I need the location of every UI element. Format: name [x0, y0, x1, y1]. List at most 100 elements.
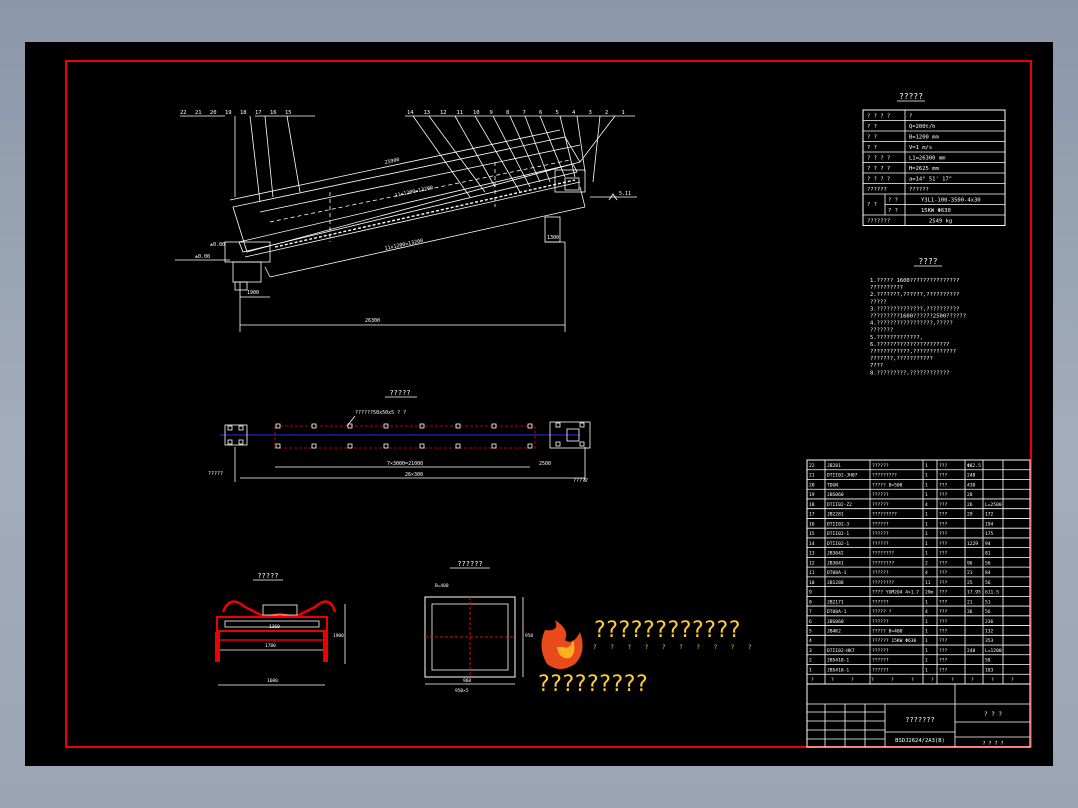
bom-cell: 11	[925, 580, 931, 586]
bom-cell: DT08A-1	[827, 570, 847, 576]
watermark-logo: ???????????? ? ? ? ? ? ? ? ? ? ? ???????…	[537, 618, 757, 697]
plan-post	[491, 423, 497, 429]
bom-cell: DTII02-1	[827, 541, 849, 547]
note-line: ???????	[870, 328, 893, 334]
plan-post	[455, 423, 461, 429]
bom-cell: ???	[939, 551, 948, 557]
svg-text:? ? ? ? ? ? ? ? ? ?: ? ? ? ? ? ? ? ? ? ?	[593, 644, 757, 651]
plan-view-title: ?????	[389, 389, 410, 397]
bom-header-cell: ?	[951, 677, 954, 683]
dim-mid-2: 11×1200=13200	[384, 238, 424, 252]
callout-label: 17	[255, 110, 262, 116]
bom-cell: JBS060	[827, 492, 844, 498]
bom-cell: 4	[925, 609, 928, 615]
tech-param-value: L1=26300 mm	[909, 156, 946, 162]
bom-cell: ??????	[872, 541, 889, 547]
bom-cell: ??????	[872, 521, 889, 527]
bom-cell: ???	[939, 541, 948, 547]
tech-param-label: ? ? ? ?	[867, 177, 890, 183]
bom-cell: ???	[939, 658, 948, 664]
dim-left: 1900	[247, 290, 259, 296]
notes-title: ????	[918, 257, 937, 266]
callout-label: 15	[285, 110, 292, 116]
callout-label: 20	[210, 110, 217, 116]
bom-cell: ???	[939, 570, 948, 576]
bom-cell: ???	[939, 492, 948, 498]
bom-cell: ??????	[872, 570, 889, 576]
plan-post	[383, 443, 389, 449]
bom-cell: ?????????	[872, 473, 897, 479]
section-dim: 1600	[267, 678, 278, 684]
bom-cell: ???	[939, 473, 948, 479]
bom-cell: 1	[925, 619, 928, 625]
bom-cell: 8	[809, 599, 812, 605]
bom-cell: 15	[809, 531, 815, 537]
bom-cell: ??????	[872, 463, 889, 469]
tech-param-value: B=1200 mm	[909, 135, 939, 141]
note-line: 5.?????????????,	[870, 335, 923, 341]
bom-cell: 1	[925, 541, 928, 547]
dim-top: 25900	[384, 157, 400, 166]
dim-total: 26300	[365, 318, 380, 324]
bom-cell: DTII02-JH07	[827, 473, 858, 479]
callout-label: 21	[195, 110, 202, 116]
bom-cell: 21	[809, 473, 815, 479]
bom-cell: ????? ?	[872, 609, 892, 615]
plan-post	[347, 423, 353, 429]
bom-cell: 4	[925, 570, 928, 576]
callout-label: 19	[225, 110, 232, 116]
title-block-drawing-no: BSDJ2624/2A3(B)	[895, 738, 945, 744]
bom-cell: JB281	[827, 463, 841, 469]
bom-cell: 4	[809, 638, 812, 644]
bom-cell: 9	[809, 590, 812, 596]
bom-cell: JB5418-1	[827, 658, 849, 664]
plan-post	[491, 443, 497, 449]
bom-cell: 81	[985, 551, 991, 557]
bom-cell: JB2171	[827, 599, 844, 605]
bom-cell: ????????	[872, 551, 894, 557]
bom-cell: ???	[939, 599, 948, 605]
bom-cell: 18	[809, 502, 815, 508]
bom-cell: 21	[967, 599, 973, 605]
bom-cell: ???	[939, 638, 948, 644]
bom-cell: 12	[809, 560, 815, 566]
bom-cell: 183	[985, 667, 994, 673]
note-line: 3.??????????????,??????????	[870, 306, 959, 312]
bom-cell: 438	[967, 482, 976, 488]
plan-view: ????? ??????50x50x5 ? ? 7×3000=21000 26×…	[208, 389, 591, 484]
plan-post	[311, 443, 317, 449]
bom-cell: TDGN	[827, 482, 838, 488]
bom-cell: 194	[985, 521, 994, 527]
note-line: ???????,???????????	[870, 356, 933, 362]
bom-cell: JB4K2	[827, 629, 841, 635]
bom-cell: Φ82.5	[967, 463, 981, 469]
bom-cell: 2	[925, 560, 928, 566]
bom-cell: ???	[939, 590, 948, 596]
bom-cell: ??????	[872, 531, 889, 537]
callout-label: 18	[240, 110, 247, 116]
tech-drive-label: ? ?	[867, 202, 877, 208]
tech-param-value: H=2625 mm	[909, 166, 939, 172]
callout-label: 8	[506, 110, 509, 116]
bom-cell: 56	[985, 580, 991, 586]
note-line: 7???	[870, 363, 883, 369]
tech-param-value: a=14° 51' 17"	[909, 177, 952, 183]
bom-cell: ????? B=500	[872, 482, 903, 488]
frame-dim: 950	[525, 633, 533, 639]
bom-cell: 1	[925, 667, 928, 673]
callout-label: 5	[556, 110, 559, 116]
bom-header-cell: ?	[931, 677, 934, 683]
plan-post	[527, 443, 533, 449]
dim-mid-1: 11×1200=13200	[394, 185, 434, 199]
bom-cell: 20	[809, 482, 815, 488]
note-line: ????????????,?????????????	[870, 349, 956, 355]
plan-bolt	[227, 425, 233, 431]
bom-cell: JB3042	[827, 551, 844, 557]
tech-drive-value: Y3L1-100-3500-4x30	[921, 198, 981, 204]
bom-cell: ??????	[872, 492, 889, 498]
bom-header-cell: ?	[851, 677, 854, 683]
plan-post	[275, 443, 281, 449]
